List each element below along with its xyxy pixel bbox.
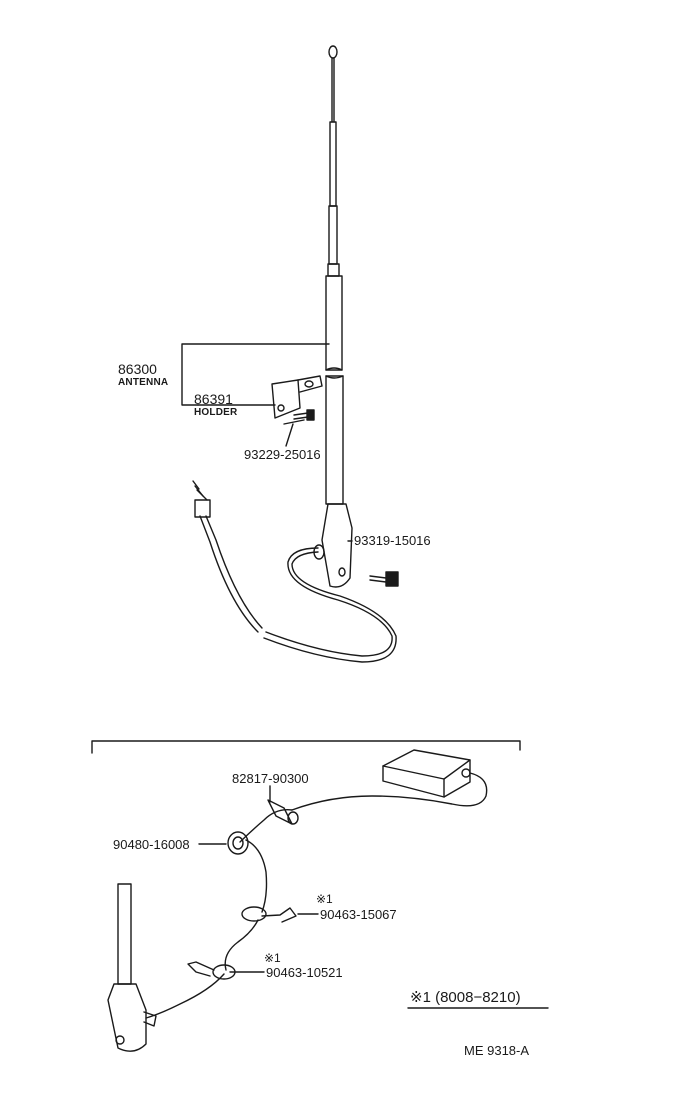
holder-part-number: 86391 [194,391,233,407]
antenna-part-number: 86300 [118,361,157,377]
ref-mark-upper: ※1 [316,892,333,906]
antenna-mast [325,45,344,505]
grommet-part-number: 90480-16008 [113,837,190,852]
holder-part-name: HOLDER [194,407,238,418]
antenna-cable [192,480,397,663]
mounting-bolt [369,571,399,587]
lower-antenna [107,883,157,1052]
screw-lower-part-number: 93319-15016 [354,533,431,548]
screw-upper-part-number: 93229-25016 [244,447,321,462]
clamp-lower [187,961,236,980]
clamp-lower-part-number: 90463-10521 [266,965,343,980]
ref-mark-lower: ※1 [264,951,281,965]
diagram-code: ME 9318-A [464,1043,530,1058]
clamp-upper [241,906,297,923]
antenna-part-name: ANTENNA [118,377,169,388]
cable-connector [267,799,299,825]
cable-part-number: 82817-90300 [232,771,309,786]
leader-lines-upper [181,343,353,542]
holder-bracket [271,375,323,421]
clamp-upper-part-number: 90463-15067 [320,907,397,922]
leader-lines-lower [198,785,549,1009]
grommet [227,831,249,855]
amplifier-box [382,749,471,798]
footnote-range: ※1 (8008−8210) [410,989,521,1006]
lower-section-bracket [91,740,521,754]
antenna-base [313,503,353,588]
